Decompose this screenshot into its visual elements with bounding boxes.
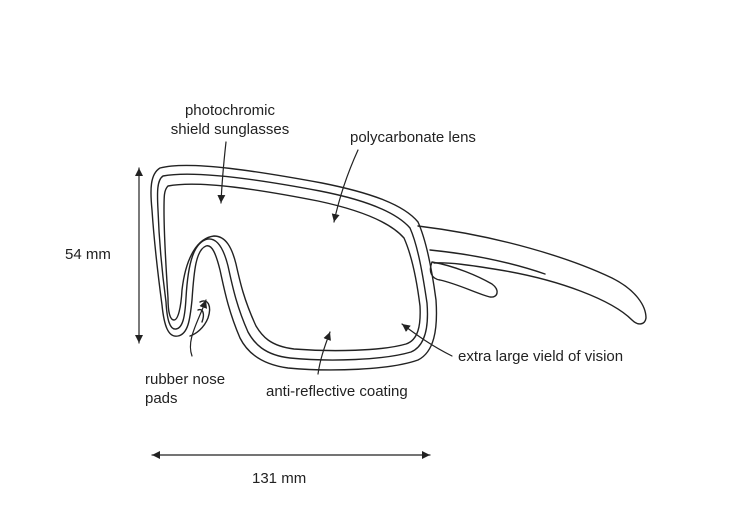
label-photochromic: photochromic shield sunglasses xyxy=(164,101,296,139)
hinge xyxy=(429,261,498,298)
temple-arm-inner xyxy=(429,249,546,275)
frame-outer xyxy=(150,164,438,371)
arrow-polycarbonate xyxy=(331,149,359,223)
arrow-nose-pads xyxy=(189,299,208,357)
label-coating: anti-reflective coating xyxy=(266,383,408,400)
label-nose-pads-line2: pads xyxy=(145,390,178,407)
arrow-photochromic xyxy=(217,141,227,204)
label-photochromic-line2: shield sunglasses xyxy=(170,121,290,138)
nose-pad-inner xyxy=(197,308,205,323)
frame-inner xyxy=(156,173,429,361)
arrow-coating xyxy=(317,331,331,375)
label-nose-pads-line1: rubber nose xyxy=(145,371,226,388)
label-nose-pads: rubber nose pads xyxy=(145,370,225,408)
label-height: 54 mm xyxy=(65,246,111,263)
label-photochromic-line1: photochromic xyxy=(184,102,276,119)
temple-arm xyxy=(417,225,647,325)
nose-pad xyxy=(189,300,211,337)
lens-edge xyxy=(163,183,421,352)
label-field-of-vision: extra large vield of vision xyxy=(458,348,624,365)
arrow-field-of-vision xyxy=(401,323,453,357)
label-polycarbonate: polycarbonate lens xyxy=(350,129,476,146)
label-width: 131 mm xyxy=(252,470,307,487)
